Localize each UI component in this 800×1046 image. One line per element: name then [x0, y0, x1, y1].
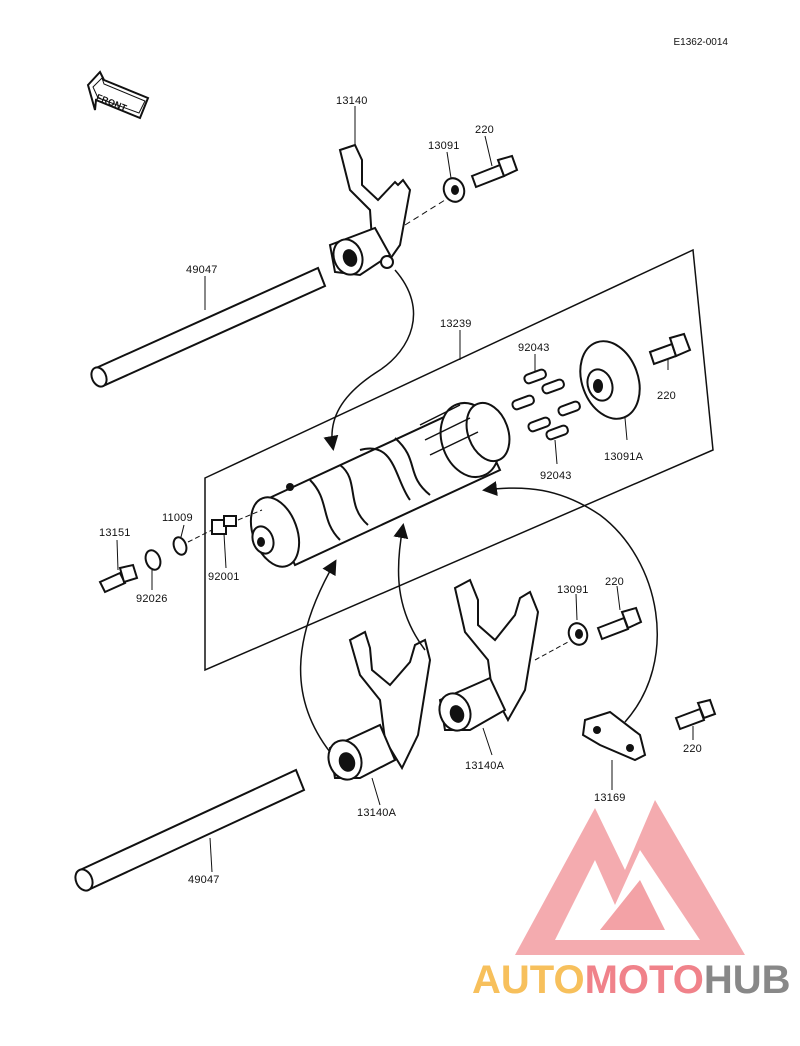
front-arrow-icon [86, 70, 150, 120]
shift-fork-left [327, 630, 432, 781]
watermark-hub: HUB [703, 958, 791, 1002]
part-label-13151: 13151 [99, 527, 131, 539]
part-label-13091-mid: 13091 [557, 584, 589, 596]
part-label-92043-top: 92043 [518, 342, 550, 354]
part-label-13239: 13239 [440, 318, 472, 330]
diagram-code: E1362-0014 [673, 37, 729, 48]
part-label-13091A: 13091A [604, 451, 644, 463]
part-label-220-top: 220 [475, 124, 494, 136]
part-label-13091-top: 13091 [428, 140, 460, 152]
drum-assembly-frame [204, 248, 714, 672]
bolt-220-top [470, 154, 519, 189]
shift-rod-bottom [74, 768, 306, 892]
part-label-220-mid: 220 [605, 576, 624, 588]
bolt-220-mid [596, 606, 643, 641]
watermark-auto: AUTO [472, 958, 585, 1002]
part-label-92001: 92001 [208, 571, 240, 583]
part-label-13140A-right: 13140A [465, 760, 505, 772]
part-label-220-right: 220 [657, 390, 676, 402]
plate-13169 [581, 710, 647, 762]
part-label-92026: 92026 [136, 593, 168, 605]
bolt-220-right [648, 332, 692, 366]
plug-92001 [211, 515, 237, 535]
watermark-logo [515, 800, 745, 955]
shift-drum [249, 401, 511, 568]
watermark-wordmark: AUTOMOTOHUB [472, 958, 791, 1003]
part-label-13140A-left: 13140A [357, 807, 397, 819]
watermark-moto: MOTO [584, 958, 704, 1002]
oring-11009 [172, 536, 188, 556]
washer-13091-top [442, 177, 466, 203]
part-label-11009: 11009 [162, 512, 193, 524]
part-label-13140: 13140 [336, 95, 368, 107]
shift-fork-right [438, 578, 540, 732]
drum-plate-13091A [579, 340, 641, 420]
neutral-switch-13151 [98, 563, 139, 594]
part-label-92043-bottom: 92043 [540, 470, 572, 482]
shift-rod-top [90, 266, 327, 388]
washer-92026 [144, 549, 162, 571]
part-label-49047-bottom: 49047 [188, 874, 220, 886]
leader-lines [116, 106, 694, 873]
part-label-49047-top: 49047 [186, 264, 218, 276]
part-label-13169: 13169 [594, 792, 626, 804]
shift-fork-top [328, 143, 412, 277]
bolt-220-low [674, 698, 717, 731]
drum-pins-92043 [511, 368, 581, 441]
part-label-220-low: 220 [683, 743, 702, 755]
